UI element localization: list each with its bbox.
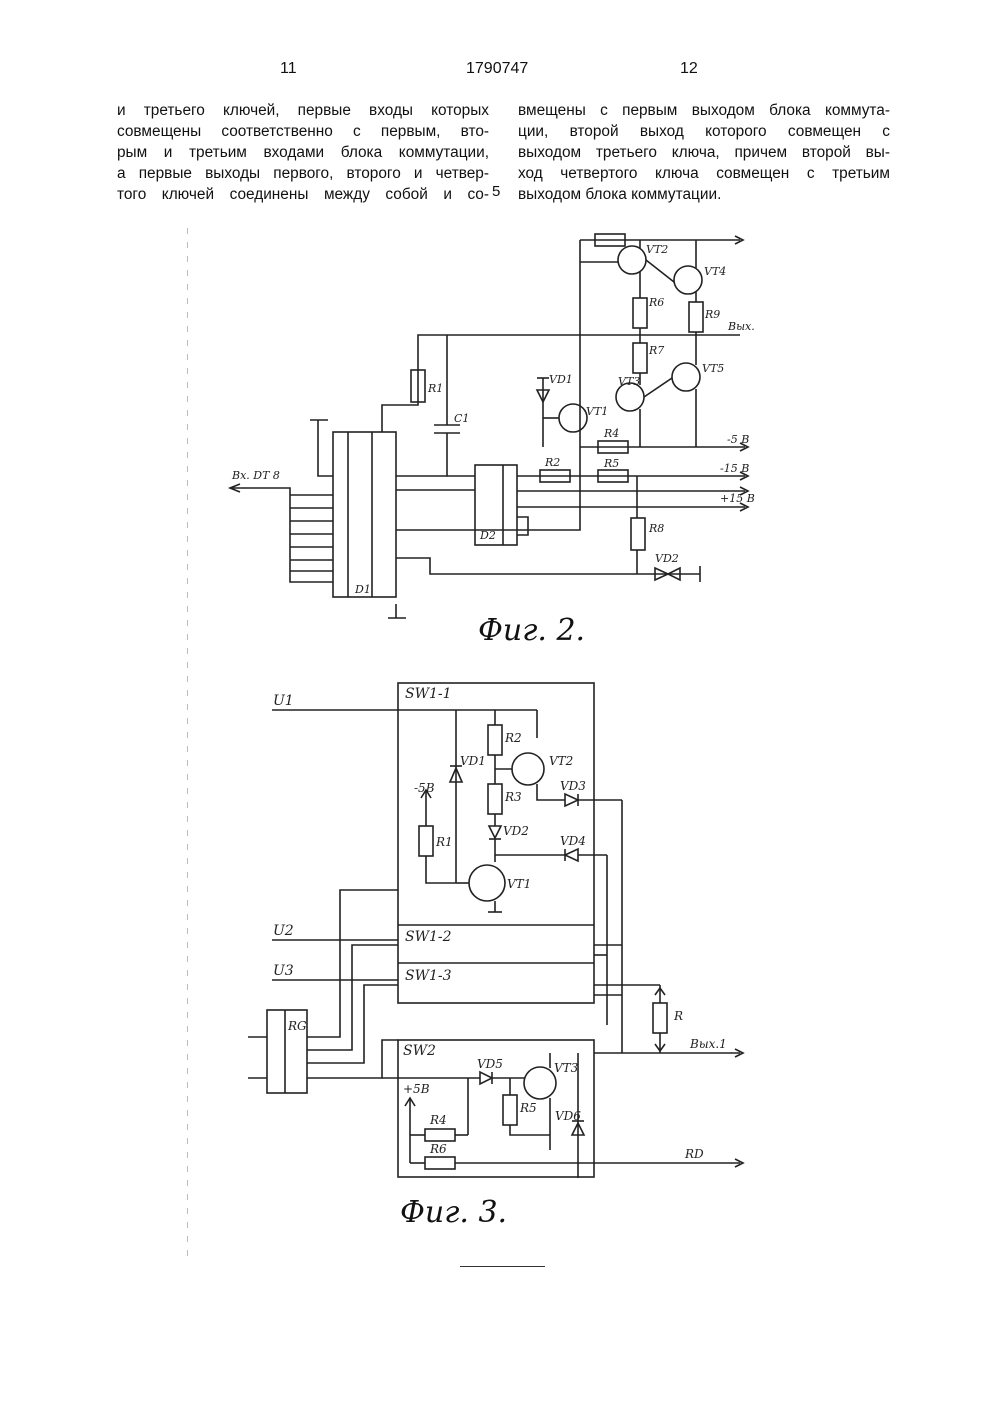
fig3-label-out1: Вых.1 bbox=[689, 1037, 727, 1051]
fig3-label-sw11: SW1-1 bbox=[405, 686, 452, 702]
fig3-label-sw13: SW1-3 bbox=[405, 968, 452, 984]
fig3-label-r5: R5 bbox=[519, 1101, 537, 1115]
fig3-label-vt1: VT1 bbox=[507, 877, 531, 891]
fig3-label-r1: R1 bbox=[435, 835, 453, 849]
fig3-label-r4: R4 bbox=[429, 1113, 447, 1127]
fig3-label-vt3: VT3 bbox=[554, 1061, 579, 1075]
fig3-label-r: R bbox=[673, 1009, 683, 1023]
fig3-label-u3: U3 bbox=[273, 963, 294, 979]
fig3-label-m5v: -5В bbox=[414, 781, 435, 795]
fig3-label-sw2: SW2 bbox=[403, 1043, 436, 1059]
fig3-label-u1: U1 bbox=[273, 693, 294, 709]
fig3-caption: Фиг. 3. bbox=[400, 1195, 507, 1230]
fig3-label-vd3: VD3 bbox=[560, 779, 586, 793]
fig3-label-r2: R2 bbox=[504, 731, 522, 745]
fig3-label-u2: U2 bbox=[273, 923, 294, 939]
fig3-label-vd6: VD6 bbox=[555, 1109, 581, 1123]
fig3-label-sw12: SW1-2 bbox=[405, 929, 452, 945]
fig3-label-vt2: VT2 bbox=[549, 754, 573, 768]
fig3-label-rd: RD bbox=[684, 1147, 704, 1161]
fig3-label-vd5: VD5 bbox=[477, 1057, 503, 1071]
fig3-label-vd4: VD4 bbox=[560, 834, 586, 848]
fig3-label-p5v: +5В bbox=[403, 1082, 430, 1096]
fig3-label-rg: RG bbox=[287, 1019, 307, 1033]
fig3-label-r3: R3 bbox=[504, 790, 522, 804]
fig3-label-vd2: VD2 bbox=[503, 824, 529, 838]
fig3-label-vd1: VD1 bbox=[460, 754, 486, 768]
fig3-label-r6: R6 bbox=[429, 1142, 447, 1156]
end-rule bbox=[460, 1266, 545, 1267]
